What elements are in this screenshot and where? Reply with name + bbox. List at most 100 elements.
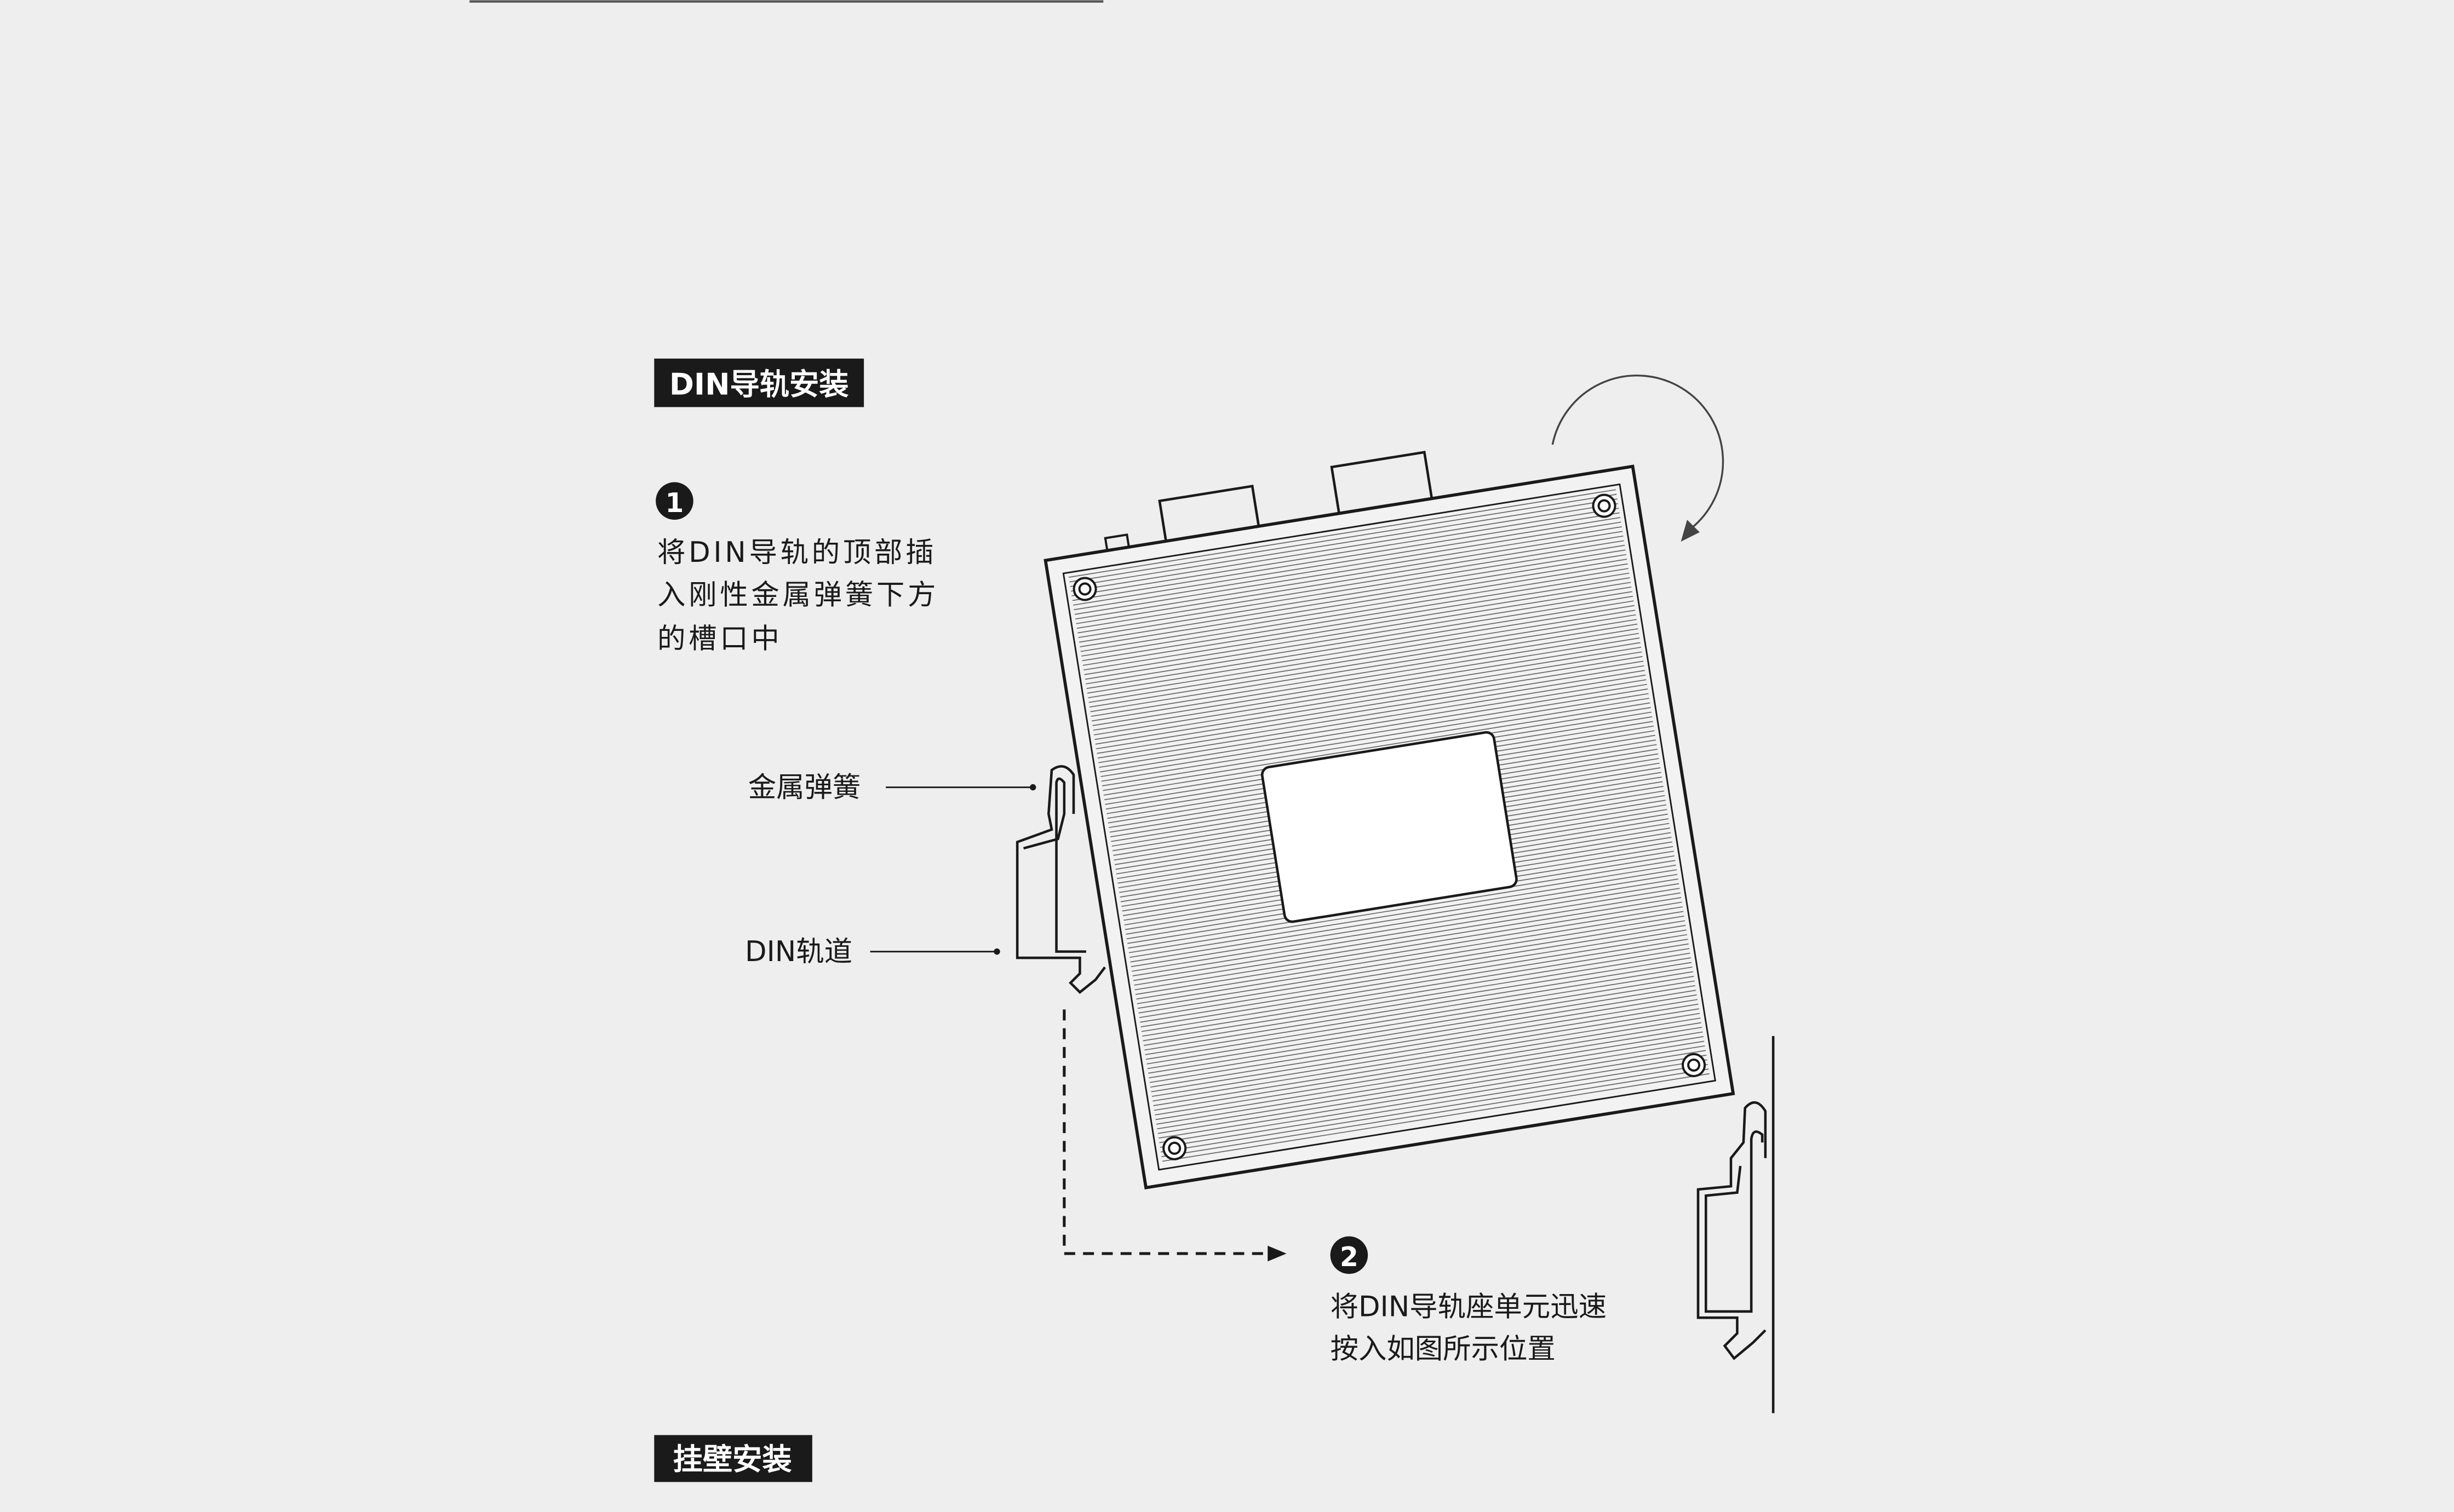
rotate-arrow-icon	[1551, 375, 1724, 542]
heatsink-fin	[1141, 943, 1689, 1032]
heatsink-fin	[1103, 702, 1650, 791]
heatsink-fin	[1086, 596, 1633, 685]
cropped-top-strip	[469, 0, 1104, 3]
heatsink-fin	[1145, 967, 1693, 1055]
step-2-badge	[1330, 1236, 1368, 1274]
heatsink-fin	[1081, 568, 1629, 657]
svg-text:2: 2	[1340, 1242, 1358, 1273]
heatsink-fin	[1137, 915, 1684, 1004]
heatsink-fin	[1071, 508, 1619, 596]
step-1-line-2: 入刚性金属弹簧下方	[657, 578, 939, 611]
step-1: 1 将DIN导轨的顶部插 入刚性金属弹簧下方 的槽口中	[656, 482, 939, 655]
heatsink-fin	[1080, 563, 1628, 652]
din-rail-left	[1016, 765, 1106, 994]
heatsink-fin	[1143, 952, 1690, 1042]
heatsink-fin	[1143, 957, 1691, 1046]
motion-arrow-dashed	[1063, 1009, 1287, 1262]
section-title-din: DIN导轨安装	[654, 358, 864, 407]
screws	[1073, 493, 1706, 1160]
heatsink-fin	[1140, 939, 1688, 1027]
heatsink-fin	[1149, 990, 1696, 1079]
svg-text:1: 1	[666, 488, 684, 519]
heatsink-fin	[1093, 642, 1641, 731]
step-1-line-3: 的槽口中	[657, 622, 782, 655]
heatsink-fin	[1080, 559, 1627, 647]
heatsink-fin	[1128, 864, 1676, 953]
step-2-line-2: 按入如图所示位置	[1331, 1333, 1556, 1366]
heatsink-fin	[1084, 587, 1632, 675]
heatsink-fin	[1146, 976, 1694, 1065]
heatsink-fin	[1101, 693, 1649, 782]
heatsink-fin	[1075, 531, 1623, 620]
heatsink-fin	[1072, 512, 1620, 601]
heatsink-fin	[1144, 962, 1692, 1051]
heatsink-fin	[1129, 869, 1677, 958]
heatsink-fin	[1138, 920, 1685, 1009]
heatsink-fin	[1154, 1022, 1701, 1111]
heatsink-fin	[1077, 544, 1625, 634]
heatsink-fin	[1094, 651, 1642, 740]
heatsink-fin	[1131, 878, 1678, 967]
heatsink-fin	[1091, 628, 1638, 717]
svg-text:DIN导轨安装: DIN导轨安装	[669, 367, 849, 402]
heatsink-fin	[1098, 674, 1646, 763]
heatsink-fin	[1100, 688, 1648, 777]
heatsink-fin	[1134, 901, 1682, 991]
heatsink-fin	[1082, 572, 1630, 662]
heatsink-fin	[1095, 656, 1643, 745]
heatsink-fin	[1074, 526, 1622, 615]
heatsink-fin	[1160, 1059, 1707, 1148]
step-1-line-1: 将DIN导轨的顶部插	[657, 536, 937, 569]
heatsink-fin	[1099, 683, 1647, 773]
heatsink-fin	[1076, 540, 1624, 629]
heatsink-fin	[1147, 980, 1695, 1070]
heatsink-fin	[1140, 934, 1688, 1023]
heatsink-fin	[1155, 1031, 1703, 1120]
heatsink-fin	[1157, 1040, 1705, 1130]
heatsink-fin	[1096, 660, 1644, 750]
heatsink-fin	[1153, 1013, 1700, 1102]
heatsink-fin	[1150, 999, 1698, 1088]
heatsink-fin	[1089, 619, 1637, 708]
heatsink-fin	[1073, 517, 1621, 606]
heatsink-fin	[1086, 600, 1634, 689]
heatsink-fin	[1083, 582, 1631, 671]
heatsink-fin	[1155, 1027, 1702, 1116]
heatsink-fin	[1097, 670, 1645, 759]
heatsink-fin	[1071, 503, 1619, 592]
heatsink-fin	[1076, 535, 1624, 624]
heatsink-fin	[1145, 971, 1693, 1060]
heatsink-fin	[1161, 1068, 1709, 1157]
heatsink-fin	[1151, 1003, 1699, 1093]
heatsink-fin	[1078, 549, 1626, 639]
svg-text:挂壁安装: 挂壁安装	[673, 1442, 792, 1476]
callout-spring: 金属弹簧	[748, 771, 1036, 804]
heatsink-fin	[1135, 906, 1683, 995]
heatsink-fin	[1088, 614, 1636, 703]
heatsink-fin	[1139, 929, 1687, 1019]
heatsink-fin	[1097, 665, 1644, 754]
step-2: 2 将DIN导轨座单元迅速 按入如图所示位置	[1330, 1236, 1607, 1366]
heatsink-fin	[1132, 883, 1679, 972]
callout-rail: DIN轨道	[745, 935, 1000, 968]
heatsink-fin	[1092, 637, 1640, 726]
step-2-line-1: 将DIN导轨座单元迅速	[1331, 1290, 1607, 1323]
device-label-window	[1260, 731, 1518, 923]
heatsink-fin	[1162, 1073, 1710, 1162]
heatsink-fin	[1161, 1063, 1708, 1153]
heatsink-fin	[1099, 679, 1647, 768]
device-body	[1043, 451, 1735, 1190]
heatsink-fin	[1074, 521, 1621, 611]
heatsink-fin	[1085, 591, 1632, 680]
heatsink-fin	[1068, 489, 1616, 578]
heatsink-fin	[1134, 897, 1682, 986]
heatsink-fin	[1159, 1054, 1707, 1143]
heatsink-fin	[1132, 888, 1680, 976]
heatsink-fin	[1151, 1008, 1699, 1097]
heatsink-fin	[1133, 892, 1681, 981]
heatsink-fin	[1069, 493, 1617, 583]
heatsink-fin	[1079, 554, 1626, 643]
heatsink-fin	[1138, 924, 1686, 1014]
heatsink-fin	[1130, 873, 1678, 963]
